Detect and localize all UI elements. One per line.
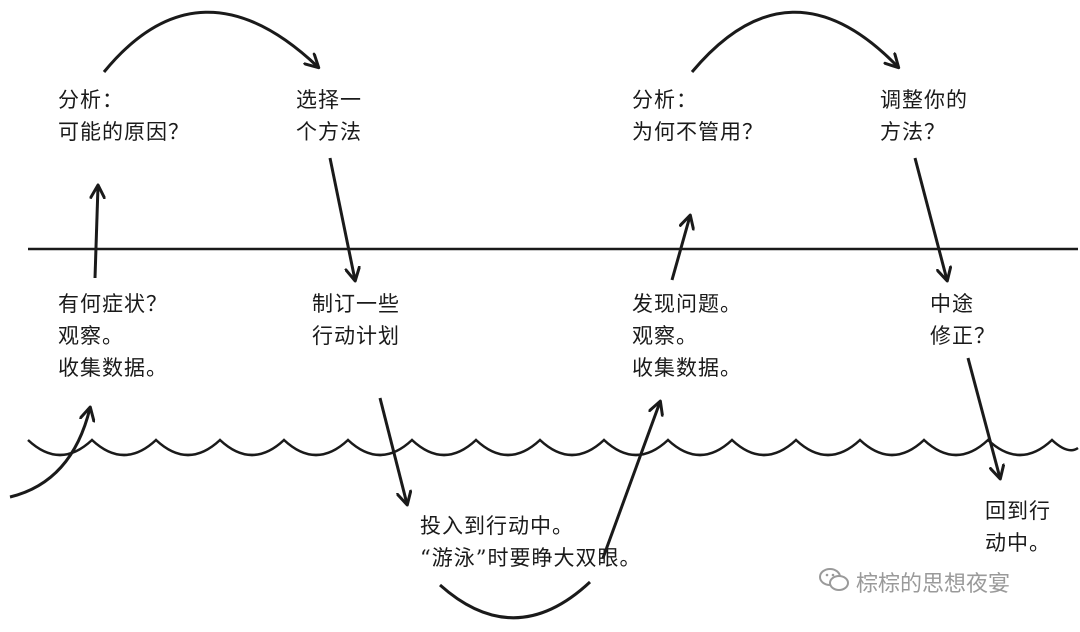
label-symptoms: 有何症状？ 观察。 收集数据。 <box>58 288 168 384</box>
arrow-choose-to-plan <box>328 157 355 280</box>
label-into-action: 投入到行动中。 “游泳”时要睁大双眼。 <box>420 510 641 574</box>
label-find-problem: 发现问题。 观察。 收集数据。 <box>632 288 742 384</box>
label-adjust-method-line2: 方法？ <box>880 120 946 144</box>
watermark-text: 棕棕的思想夜宴 <box>856 572 1011 597</box>
arrow-adjust-to-midcourse <box>913 157 947 280</box>
label-find-problem-line3: 收集数据。 <box>632 356 742 380</box>
label-analyze-causes: 分析： 可能的原因？ <box>58 84 190 148</box>
label-choose-method-line1: 选择一 <box>296 88 362 112</box>
arrow-symptoms-to-analyze <box>95 186 98 279</box>
label-midcourse-line1: 中途 <box>930 292 974 316</box>
label-analyze-causes-line2: 可能的原因？ <box>58 120 190 144</box>
label-back-to-action: 回到行 动中。 <box>985 495 1051 559</box>
arrow-midcourse-to-back <box>966 357 1000 478</box>
label-make-plan: 制订一些 行动计划 <box>312 288 400 352</box>
label-make-plan-line2: 行动计划 <box>312 324 400 348</box>
arrow-entry-to-symptoms <box>9 408 90 499</box>
label-find-problem-line2: 观察。 <box>632 324 698 348</box>
label-symptoms-line2: 观察。 <box>58 324 124 348</box>
label-symptoms-line1: 有何症状？ <box>58 292 168 316</box>
arc-arrow-analyze-to-choose <box>102 10 318 73</box>
label-analyze-causes-line1: 分析： <box>58 88 124 112</box>
wechat-icon <box>819 568 849 591</box>
water-wave-line <box>27 438 1079 457</box>
label-analyze-why-not-line1: 分析： <box>632 88 698 112</box>
label-adjust-method-line1: 调整你的 <box>880 88 968 112</box>
arc-arrow-analyze-to-adjust <box>690 10 898 73</box>
swim-arc <box>439 580 592 620</box>
label-into-action-line1: 投入到行动中。 <box>420 514 574 538</box>
arrow-find-problem-to-analyze <box>670 216 690 281</box>
arrow-action-to-find-problem <box>601 402 660 559</box>
arrow-plan-to-action <box>378 397 407 504</box>
label-adjust-method: 调整你的 方法？ <box>880 84 968 148</box>
label-back-to-action-line1: 回到行 <box>985 499 1051 523</box>
label-analyze-why-not-line2: 为何不管用？ <box>632 120 764 144</box>
label-find-problem-line1: 发现问题。 <box>632 292 742 316</box>
label-back-to-action-line2: 动中。 <box>985 531 1051 555</box>
label-into-action-line2: “游泳”时要睁大双眼。 <box>420 546 642 570</box>
label-analyze-why-not: 分析： 为何不管用？ <box>632 84 764 148</box>
label-make-plan-line1: 制订一些 <box>312 292 400 316</box>
label-symptoms-line3: 收集数据。 <box>58 356 168 380</box>
label-choose-method: 选择一 个方法 <box>296 84 362 148</box>
label-midcourse: 中途 修正？ <box>930 288 996 352</box>
label-choose-method-line2: 个方法 <box>296 120 362 144</box>
label-midcourse-line2: 修正？ <box>930 324 996 348</box>
